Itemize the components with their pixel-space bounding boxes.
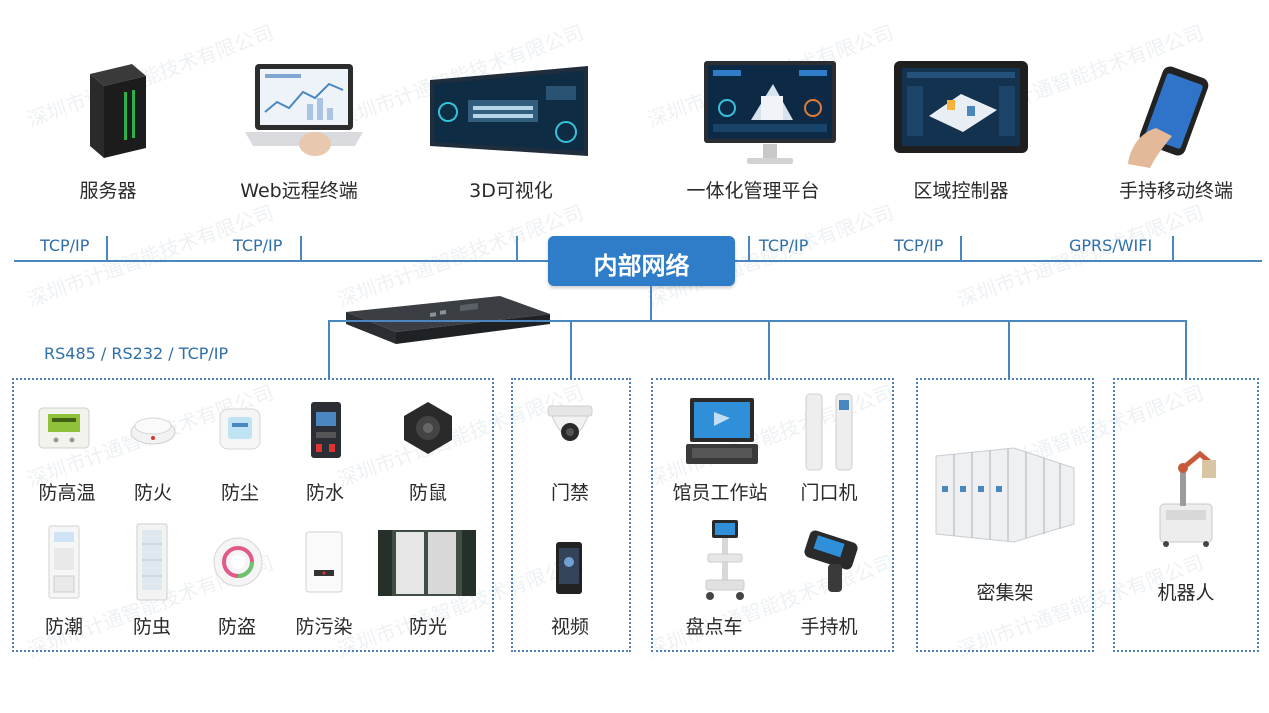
smoke-detector-icon	[130, 417, 176, 445]
rfid-item-label: 盘点车	[685, 616, 743, 638]
distribution-line	[328, 320, 1186, 322]
server-tower-icon	[90, 64, 146, 158]
protection-item-label: 防虫	[132, 616, 172, 638]
temperature-sensor-icon	[38, 407, 90, 449]
protocol-label: TCP/IP	[759, 236, 809, 255]
protection-item-label: 防尘	[220, 482, 260, 504]
protocol-divider	[1172, 236, 1174, 262]
access-group	[511, 378, 631, 652]
connector-line	[1008, 320, 1010, 380]
protocol-divider	[106, 236, 108, 262]
security-sensor-icon	[213, 537, 263, 587]
shelf-group	[916, 378, 1094, 652]
connector-line	[650, 286, 652, 322]
handheld-terminal-label: 手持移动终端	[1118, 180, 1234, 202]
protection-item-label: 防高温	[38, 482, 96, 504]
workstation-icon	[686, 398, 758, 464]
connector-line	[1185, 320, 1187, 380]
handheld-scanner-icon	[804, 530, 858, 592]
protocol-label: TCP/IP	[40, 236, 90, 255]
access-item-label: 门禁	[550, 482, 590, 504]
rfid-item-label: 手持机	[800, 616, 858, 638]
protocol-label: TCP/IP	[894, 236, 944, 255]
water-leak-controller-icon	[311, 402, 341, 458]
protocol-divider	[748, 236, 750, 262]
watermark-text: 深圳市计通智能技术有限公司	[24, 20, 277, 132]
protection-item-label: 防光	[408, 616, 448, 638]
protection-item-label: 防盗	[217, 616, 257, 638]
protection-item-label: 防水	[305, 482, 345, 504]
internal-network-label: 内部网络	[593, 252, 690, 280]
3d-visualization-screen-icon	[430, 66, 588, 156]
protocol-divider	[516, 236, 518, 262]
protection-item-label: 防潮	[44, 616, 84, 638]
blackout-curtain-icon	[378, 530, 476, 596]
shelf-label: 密集架	[976, 582, 1034, 604]
dust-sensor-icon	[219, 408, 261, 450]
tablet-controller-icon	[894, 61, 1028, 153]
laptop-icon	[245, 64, 363, 156]
network-switch-icon	[346, 296, 550, 344]
robot-icon	[1159, 450, 1216, 547]
connector-line	[570, 320, 572, 380]
robot-group	[1113, 378, 1259, 652]
rfid-item-label: 馆员工作站	[672, 482, 768, 504]
connector-line	[328, 320, 330, 380]
video-intercom-icon	[556, 542, 582, 594]
bus-protocol-label: RS485 / RS232 / TCP/IP	[44, 344, 229, 363]
rfid-item-label: 门口机	[800, 482, 858, 504]
monitor-dashboard-icon	[704, 61, 836, 164]
protocol-divider	[300, 236, 302, 262]
protocol-label: GPRS/WIFI	[1069, 236, 1153, 255]
protection-group	[12, 378, 494, 652]
insect-cabinet-icon	[136, 523, 168, 601]
protection-item-label: 防污染	[295, 616, 353, 638]
access-item-label: 视频	[550, 616, 590, 638]
connector-line	[768, 320, 770, 380]
dome-camera-icon	[547, 405, 593, 441]
server-label: 服务器	[79, 180, 137, 202]
rfid-group	[651, 378, 894, 652]
protection-item-label: 防火	[133, 482, 173, 504]
inventory-cart-icon	[705, 520, 745, 600]
dehumidifier-icon	[48, 525, 80, 599]
compact-shelving-icon	[935, 447, 1075, 543]
ultrasonic-repeller-icon	[404, 402, 452, 454]
smartphone-icon	[1128, 66, 1209, 168]
protocol-label: TCP/IP	[233, 236, 283, 255]
internal-network-badge: 内部网络	[548, 236, 735, 286]
air-purifier-icon	[305, 531, 343, 593]
web-terminal-label: Web远程终端	[240, 180, 358, 202]
area-controller-label: 区域控制器	[913, 180, 1009, 202]
management-platform-label: 一体化管理平台	[686, 180, 820, 202]
3d-visualization-label: 3D可视化	[469, 180, 553, 202]
protection-item-label: 防鼠	[408, 482, 448, 504]
robot-label: 机器人	[1157, 582, 1215, 604]
gate-antenna-icon	[805, 393, 853, 471]
protocol-divider	[960, 236, 962, 262]
